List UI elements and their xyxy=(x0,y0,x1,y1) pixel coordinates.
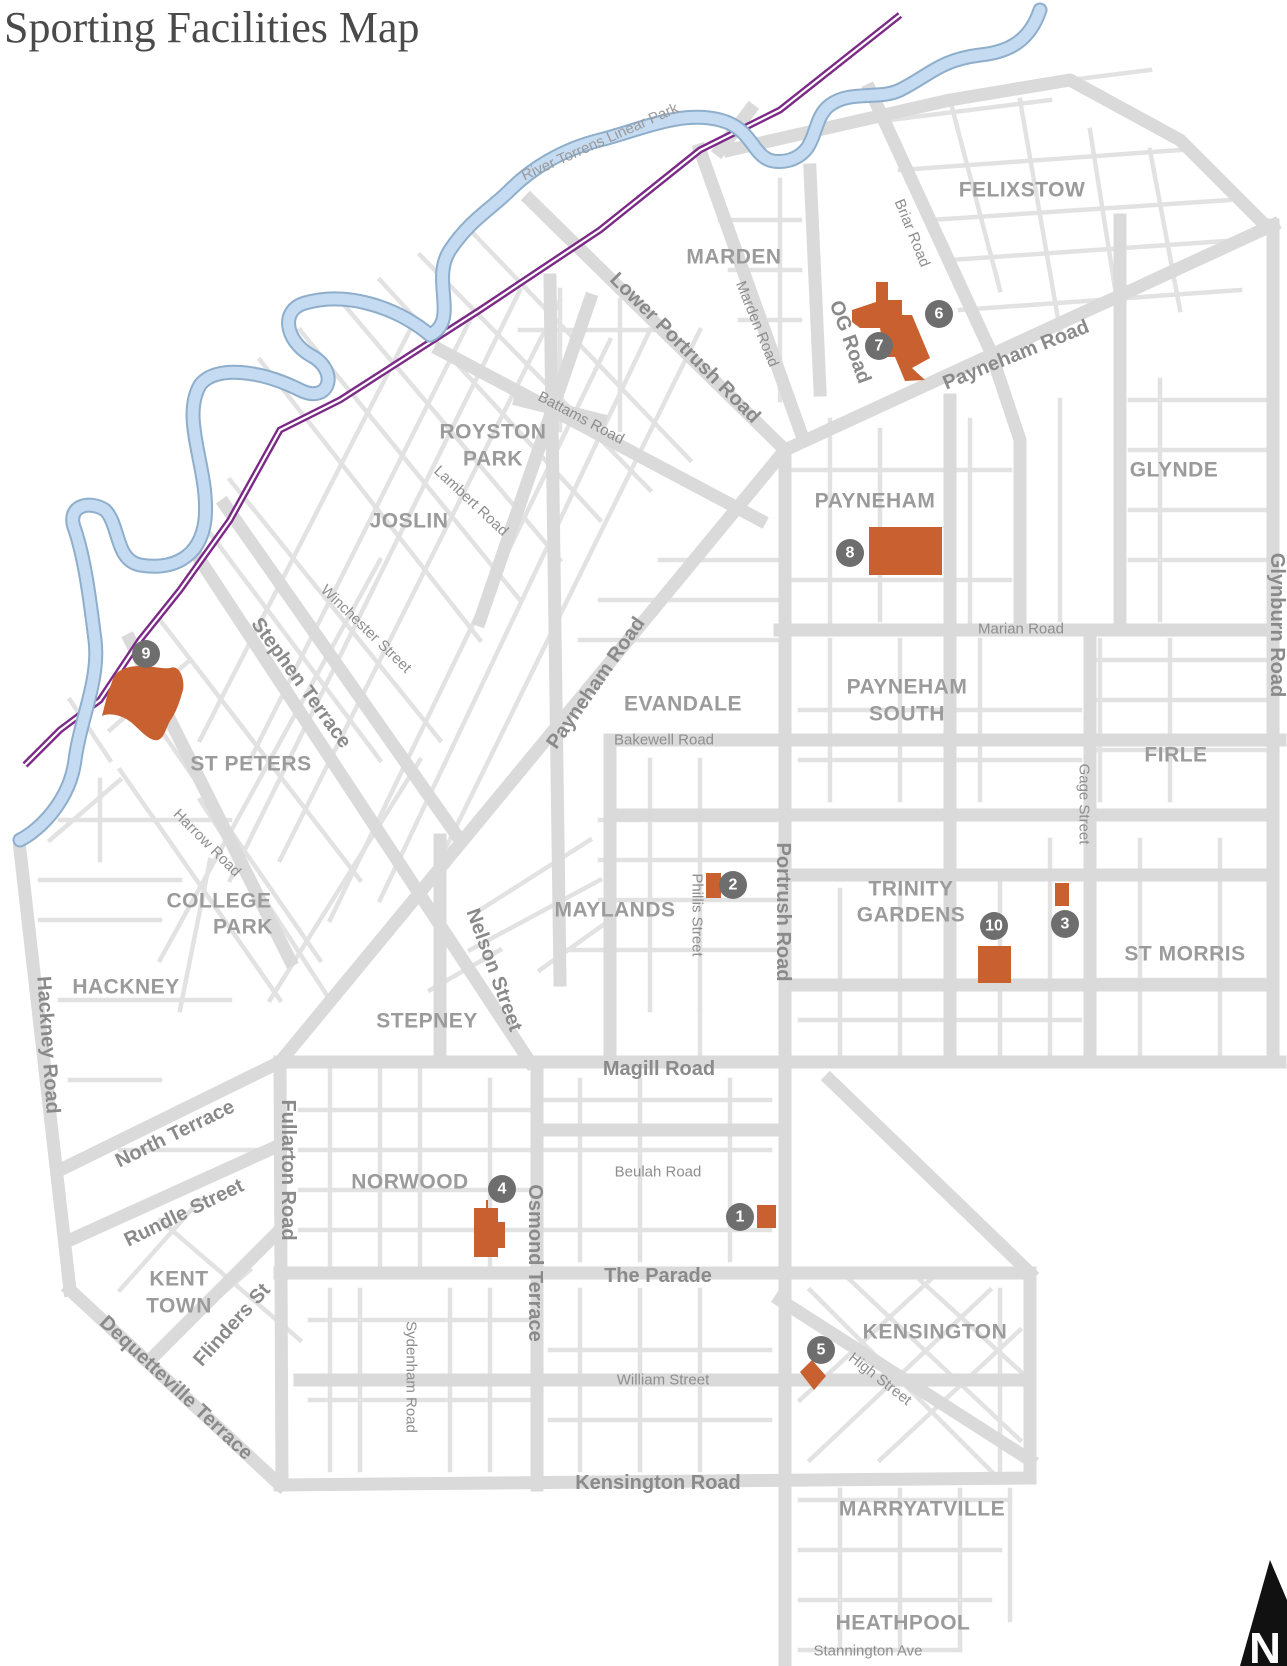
suburb-label-kensington: KENSINGTON xyxy=(863,1321,1008,1344)
facility-area-6-7[interactable] xyxy=(852,282,930,381)
marker-number: 10 xyxy=(985,918,1003,935)
road-label-payneham-road-ne: Payneham Road xyxy=(940,316,1093,395)
suburb-label-royston-park: PARK xyxy=(463,448,523,471)
river-torrens xyxy=(12,2,1048,848)
suburb-label-norwood: NORWOOD xyxy=(351,1171,468,1194)
facility-marker-10[interactable]: 10 xyxy=(980,912,1008,940)
marker-number: 1 xyxy=(736,1209,745,1226)
marker-circle xyxy=(719,871,747,899)
marker-number: 8 xyxy=(846,545,855,562)
road-label-gage-street: Gage Street xyxy=(1076,764,1093,846)
suburb-label-royston: ROYSTON xyxy=(440,421,547,444)
suburb-label-maylands: MAYLANDS xyxy=(554,899,675,922)
facility-marker-3[interactable]: 3 xyxy=(1051,910,1079,938)
suburb-label-glynde: GLYNDE xyxy=(1130,459,1219,482)
facility-marker-7[interactable]: 7 xyxy=(865,332,893,360)
marker-number: 9 xyxy=(142,646,151,663)
facility-area-5[interactable] xyxy=(800,1360,826,1390)
road-label-bakewell-road: Bakewell Road xyxy=(614,732,714,749)
suburb-label-trinity-gardens: GARDENS xyxy=(857,904,966,927)
facility-markers[interactable]: 1 2 3 4 5 6 7 8 xyxy=(132,300,1079,1364)
suburb-label-felixstow: FELIXSTOW xyxy=(959,179,1086,202)
marker-number: 6 xyxy=(935,306,944,323)
road-label-flinders-st: Flinders St xyxy=(189,1279,275,1371)
road-label-beulah-road: Beulah Road xyxy=(615,1164,702,1181)
facility-marker-2[interactable]: 2 xyxy=(719,871,747,899)
suburb-label-stepney: STEPNEY xyxy=(376,1010,478,1033)
marker-circle xyxy=(980,912,1008,940)
road-label-phillis-street: Phillis Street xyxy=(689,873,706,957)
suburb-label-evandale: EVANDALE xyxy=(624,693,742,716)
road-label-osmond-terrace: Osmond Terrace xyxy=(524,1184,546,1341)
road-label-stannington-ave: Stannington Ave xyxy=(814,1643,923,1660)
suburb-label-marryatville: MARRYATVILLE xyxy=(839,1498,1005,1521)
railway-line xyxy=(22,12,903,768)
marker-number: 4 xyxy=(498,1181,507,1198)
facility-marker-4[interactable]: 4 xyxy=(488,1175,516,1203)
marker-circle xyxy=(726,1203,754,1231)
marker-number: 5 xyxy=(817,1342,826,1359)
suburb-label-kent: KENT xyxy=(149,1268,208,1291)
facility-areas[interactable] xyxy=(102,282,1069,1390)
marker-circle xyxy=(132,640,160,668)
suburb-labels: FELIXSTOW MARDEN ROYSTON PARK JOSLIN GLY… xyxy=(72,179,1245,1635)
suburb-label-college: COLLEGE xyxy=(166,890,271,913)
suburb-label-college-park: PARK xyxy=(213,916,273,939)
facility-area-9[interactable] xyxy=(102,665,184,741)
road-label-glynburn-road: Glynburn Road xyxy=(1266,553,1287,697)
road-label-the-parade: The Parade xyxy=(604,1265,712,1287)
marker-circle xyxy=(488,1175,516,1203)
suburb-label-trinity: TRINITY xyxy=(868,878,953,901)
north-arrow: N xyxy=(1240,1560,1287,1666)
suburb-label-payneham-south-2: SOUTH xyxy=(869,703,945,726)
suburb-label-payneham: PAYNEHAM xyxy=(815,490,936,513)
map-title: Sporting Facilities Map xyxy=(4,3,420,52)
road-label-fullarton-road: Fullarton Road xyxy=(277,1099,299,1240)
marker-number: 3 xyxy=(1061,916,1070,933)
road-label-sydenham-road: Sydenham Road xyxy=(403,1321,420,1433)
road-label-magill-road: Magill Road xyxy=(603,1058,715,1080)
suburb-label-payneham-south: PAYNEHAM xyxy=(847,676,968,699)
facility-marker-1[interactable]: 1 xyxy=(726,1203,754,1231)
facility-marker-6[interactable]: 6 xyxy=(925,300,953,328)
marker-circle xyxy=(807,1336,835,1364)
facility-area-2[interactable] xyxy=(706,873,721,898)
marker-circle xyxy=(836,539,864,567)
facility-marker-9[interactable]: 9 xyxy=(132,640,160,668)
road-label-portrush-road: Portrush Road xyxy=(772,843,794,982)
marker-circle xyxy=(865,332,893,360)
facility-area-1[interactable] xyxy=(757,1205,776,1228)
suburb-label-joslin: JOSLIN xyxy=(370,510,449,533)
marker-number: 2 xyxy=(729,877,738,894)
suburb-label-firle: FIRLE xyxy=(1144,744,1207,767)
marker-circle xyxy=(1051,910,1079,938)
north-arrow-icon xyxy=(1240,1560,1287,1666)
facility-area-3[interactable] xyxy=(1055,883,1069,906)
suburb-label-marden: MARDEN xyxy=(686,246,781,269)
facility-marker-5[interactable]: 5 xyxy=(807,1336,835,1364)
road-label-william-street: William Street xyxy=(617,1372,710,1389)
suburb-label-st-morris: ST MORRIS xyxy=(1124,943,1245,966)
suburb-label-st-peters: ST PETERS xyxy=(190,753,311,776)
marker-number: 7 xyxy=(875,338,884,355)
facility-area-8[interactable] xyxy=(869,527,942,575)
park-label: River Torrens Linear Park xyxy=(519,100,681,185)
facility-area-4[interactable] xyxy=(474,1200,505,1257)
north-label: N xyxy=(1249,1624,1281,1666)
road-label-kensington-road: Kensington Road xyxy=(575,1472,741,1494)
facility-marker-8[interactable]: 8 xyxy=(836,539,864,567)
road-label-marian-road: Marian Road xyxy=(978,621,1064,638)
suburb-label-hackney: HACKNEY xyxy=(72,976,179,999)
marker-circle xyxy=(925,300,953,328)
facility-area-10[interactable] xyxy=(978,946,1011,983)
suburb-label-kent-town: TOWN xyxy=(146,1295,212,1318)
suburb-label-heathpool: HEATHPOOL xyxy=(836,1612,971,1635)
major-roads xyxy=(12,73,1287,1666)
